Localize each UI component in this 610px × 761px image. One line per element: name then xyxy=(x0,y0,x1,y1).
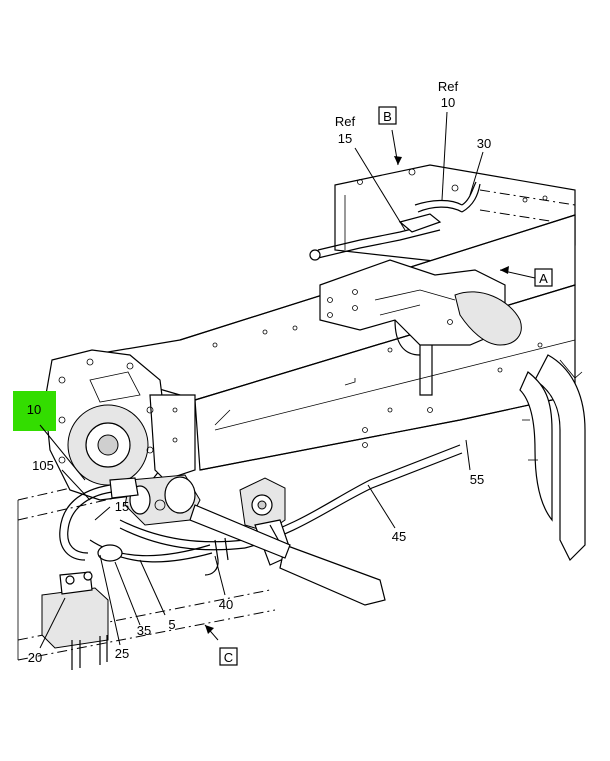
rear-fender xyxy=(519,354,586,562)
view-marker-b-box xyxy=(378,106,397,125)
callout-20: 20 xyxy=(28,650,42,665)
callout-ref15-ref: Ref xyxy=(335,114,356,129)
crossmember-bracket xyxy=(319,259,522,396)
callout-30: 30 xyxy=(477,136,491,151)
view-marker-c-box xyxy=(219,647,238,666)
air-lines xyxy=(59,444,463,576)
callout-ref10-num: 10 xyxy=(441,95,455,110)
view-marker-b: B xyxy=(383,109,392,124)
view-marker-a-box xyxy=(534,268,553,287)
callout-10-highlight: 10 xyxy=(27,402,41,417)
callout-45: 45 xyxy=(392,529,406,544)
mounting-bracket xyxy=(41,571,109,670)
view-marker-c: C xyxy=(224,650,233,665)
valve-cluster xyxy=(109,474,201,526)
arrow-c xyxy=(205,625,214,634)
arrow-a xyxy=(500,266,509,274)
highlight-box xyxy=(13,391,56,431)
callout-5: 5 xyxy=(168,617,175,632)
arrow-b xyxy=(394,156,402,165)
callout-15: 15 xyxy=(115,499,129,514)
callout-ref15-num: 15 xyxy=(338,131,352,146)
callout-105: 105 xyxy=(32,458,54,473)
callout-25: 25 xyxy=(115,646,129,661)
view-marker-a: A xyxy=(539,271,548,286)
callout-ref10-ref: Ref xyxy=(438,79,459,94)
callout-40: 40 xyxy=(219,597,233,612)
callout-55: 55 xyxy=(470,472,484,487)
leader-lines xyxy=(39,111,536,649)
lower-crossmember xyxy=(189,504,386,606)
callout-35: 35 xyxy=(137,623,151,638)
